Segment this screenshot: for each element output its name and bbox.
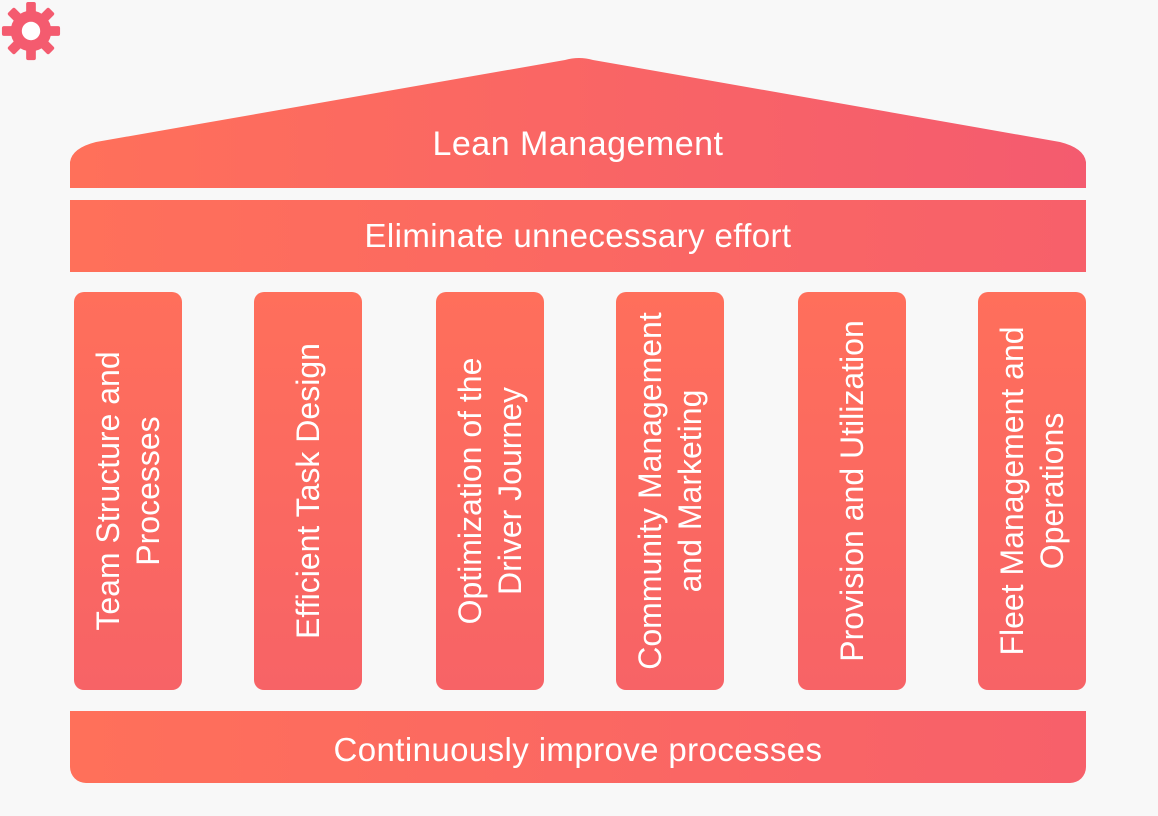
page-title: Lean Management xyxy=(432,125,724,163)
top-band: Eliminate unnecessary effort xyxy=(70,200,1086,272)
pillar-fleet-management: Fleet Management and Operations xyxy=(978,292,1086,690)
pillar-driver-journey: Optimization of the Driver Journey xyxy=(436,292,544,690)
pillar-label: Fleet Management and Operations xyxy=(994,326,1070,656)
roof: Lean Management xyxy=(0,0,1158,200)
roof-shape xyxy=(70,58,1086,188)
pillar-community-management: Community Management and Marketing xyxy=(616,292,724,690)
pillar-efficient-task-design: Efficient Task Design xyxy=(254,292,362,690)
pillar-label: Team Structure and Processes xyxy=(90,351,166,631)
pillar-provision-utilization: Provision and Utilization xyxy=(798,292,906,690)
pillar-label: Community Management and Marketing xyxy=(632,312,708,670)
foundation-band: Continuously improve processes xyxy=(70,711,1086,783)
pillar-team-structure: Team Structure and Processes xyxy=(74,292,182,690)
pillar-label: Optimization of the Driver Journey xyxy=(452,357,528,625)
pillar-label: Provision and Utilization xyxy=(834,320,870,662)
gear-icon xyxy=(1,1,61,61)
pillar-label: Efficient Task Design xyxy=(290,343,326,639)
